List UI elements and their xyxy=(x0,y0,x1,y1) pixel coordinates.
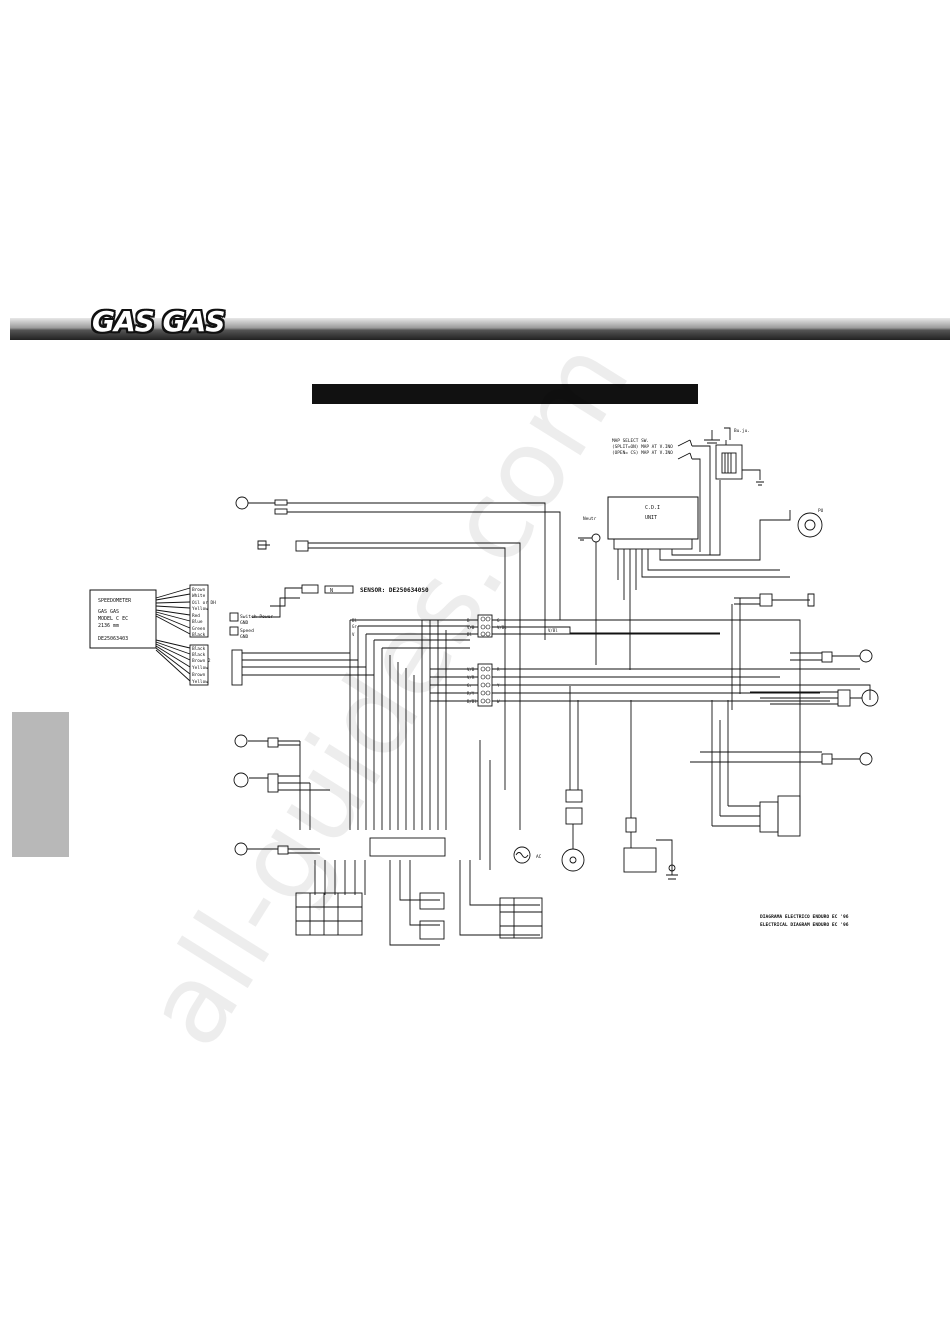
wire-code: G xyxy=(497,618,500,623)
caption-line-es: DIAGRAMA ELECTRICO ENDURO EC '96 xyxy=(760,914,849,920)
speed-label: Speed xyxy=(240,628,254,634)
cdi-title: C.D.I xyxy=(645,505,660,511)
handlebar-switches xyxy=(295,892,543,940)
wire-label: Black xyxy=(192,632,206,638)
speedometer-model-line: MODEL C EC xyxy=(98,616,128,622)
caption-line-en: ELECTRICAL DIAGRAM ENDURO EC '96 xyxy=(760,922,849,928)
wire-code: Gr xyxy=(352,624,357,629)
gnd-label: GND xyxy=(240,620,249,626)
wire-label: Brown 2 xyxy=(192,658,211,664)
pickup-unit: PU xyxy=(797,508,824,538)
wire-code: V/B xyxy=(467,667,475,672)
wire-label: Yellow xyxy=(192,606,208,612)
wire-label: Yellow xyxy=(192,665,208,671)
speedometer-size: 2136 mm xyxy=(98,623,119,629)
speedometer-wires xyxy=(155,584,209,686)
wire-code: B/Bl xyxy=(467,699,477,704)
wire-label: Black xyxy=(192,646,206,652)
diagram-caption: DIAGRAMA ELECTRICO ENDURO EC '96 ELECTRI… xyxy=(760,914,849,928)
wire-label: White xyxy=(192,593,206,599)
wire-code: B xyxy=(467,618,470,623)
wire-code: Gr xyxy=(467,683,472,688)
switch-block: Switch Power GND Speed GND xyxy=(229,612,273,686)
brand-logo: GAS GAS xyxy=(92,305,225,338)
neutral-switch: Neutr xyxy=(578,516,601,665)
wire-code: W xyxy=(497,699,500,704)
wire-label: Blue xyxy=(192,619,203,625)
wire-label: Green xyxy=(192,626,206,632)
wire-code: R xyxy=(497,667,500,672)
central-connectors xyxy=(430,614,871,820)
sensor-label: SENSOR: DE2506340S0 xyxy=(360,587,429,594)
wire-label: Brown xyxy=(192,672,206,678)
charging-system: AC xyxy=(513,686,678,880)
ignition-coil: Bu.ju. xyxy=(704,427,764,486)
wire-code: Bl xyxy=(467,632,472,637)
map-select-title: MAP SELECT SW. xyxy=(612,438,649,444)
map-select-line1: (SPLIT=ON) MAP AT V.INO xyxy=(612,444,673,450)
wire-code: V xyxy=(352,632,355,637)
wire-code: V/R xyxy=(467,675,475,680)
wire-code: V/Bl xyxy=(497,625,507,630)
map-select-line2: (OPEN= CS) MAP AT V.INO xyxy=(612,450,673,456)
speedometer-model: GAS GAS xyxy=(98,609,119,615)
front-lamps xyxy=(233,496,561,856)
speedometer-unit: SPEEDOMETER GAS GAS MODEL C EC 2136 mm D… xyxy=(89,589,157,649)
wire-code: Y xyxy=(497,683,500,688)
wire-code: Bl xyxy=(352,618,357,623)
cdi-unit: C.D.I UNIT xyxy=(607,480,791,670)
pickup-label: PU xyxy=(818,508,824,514)
sensor-n-label: N xyxy=(330,588,333,594)
speedometer-part-no: DE25063403 xyxy=(98,636,128,642)
diagram-title-bar xyxy=(312,384,698,404)
wire-code: V/Bl xyxy=(548,628,558,633)
wire-label: Oil or DH xyxy=(192,600,216,606)
wire-label: Black xyxy=(192,652,206,658)
sensor-group: N SENSOR: DE2506340S0 xyxy=(252,584,429,618)
wire-label: Yellow xyxy=(192,679,208,685)
side-tab xyxy=(12,712,69,857)
wire-label: Red xyxy=(192,613,200,619)
wire-code: V/B xyxy=(467,625,475,630)
cdi-subtitle: UNIT xyxy=(645,515,657,521)
map-select-switch: MAP SELECT SW. (SPLIT=ON) MAP AT V.INO (… xyxy=(612,438,711,555)
wire-code-labels: B V/B Bl G V/Bl V/Bl V/B V/R Gr R/Y B/Bl… xyxy=(352,618,558,704)
gnd-label-2: GND xyxy=(240,634,249,640)
main-harness xyxy=(242,619,540,946)
neutral-label: Neutr xyxy=(583,516,597,522)
speedometer-label: SPEEDOMETER xyxy=(98,598,132,604)
wire-code: R/Y xyxy=(467,691,475,696)
ac-label: AC xyxy=(536,854,542,860)
wire-label: Brown xyxy=(192,587,206,593)
header-bar xyxy=(10,318,950,340)
spark-plug-label: Bu.ju. xyxy=(734,428,750,434)
speedometer-wire-labels: Brown White Oil or DH Yellow Red Blue Gr… xyxy=(192,587,216,685)
right-side-lamps xyxy=(690,593,879,837)
